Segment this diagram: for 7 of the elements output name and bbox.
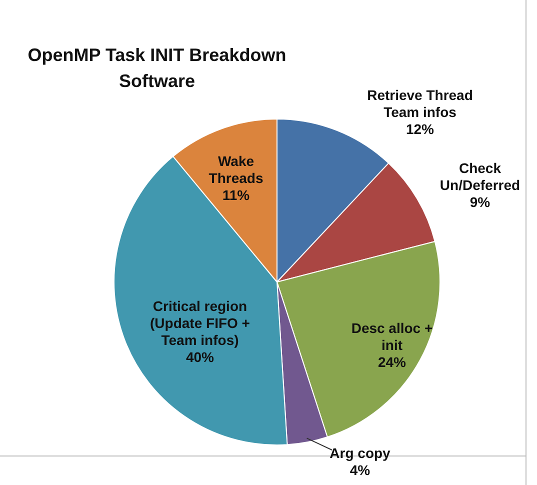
data-label: Retrieve Thread Team infos 12% — [366, 86, 474, 138]
data-label: Desc alloc + init 24% — [350, 320, 434, 370]
chart-title: OpenMP Task INIT Breakdown Software — [26, 44, 288, 93]
data-label: Wake Threads 11% — [208, 152, 264, 204]
data-label: Arg copy 4% — [328, 445, 392, 479]
data-label: Critical region (Update FIFO + Team infos) 40% — [149, 298, 251, 366]
data-label: Check Un/Deferred 9% — [438, 160, 522, 210]
